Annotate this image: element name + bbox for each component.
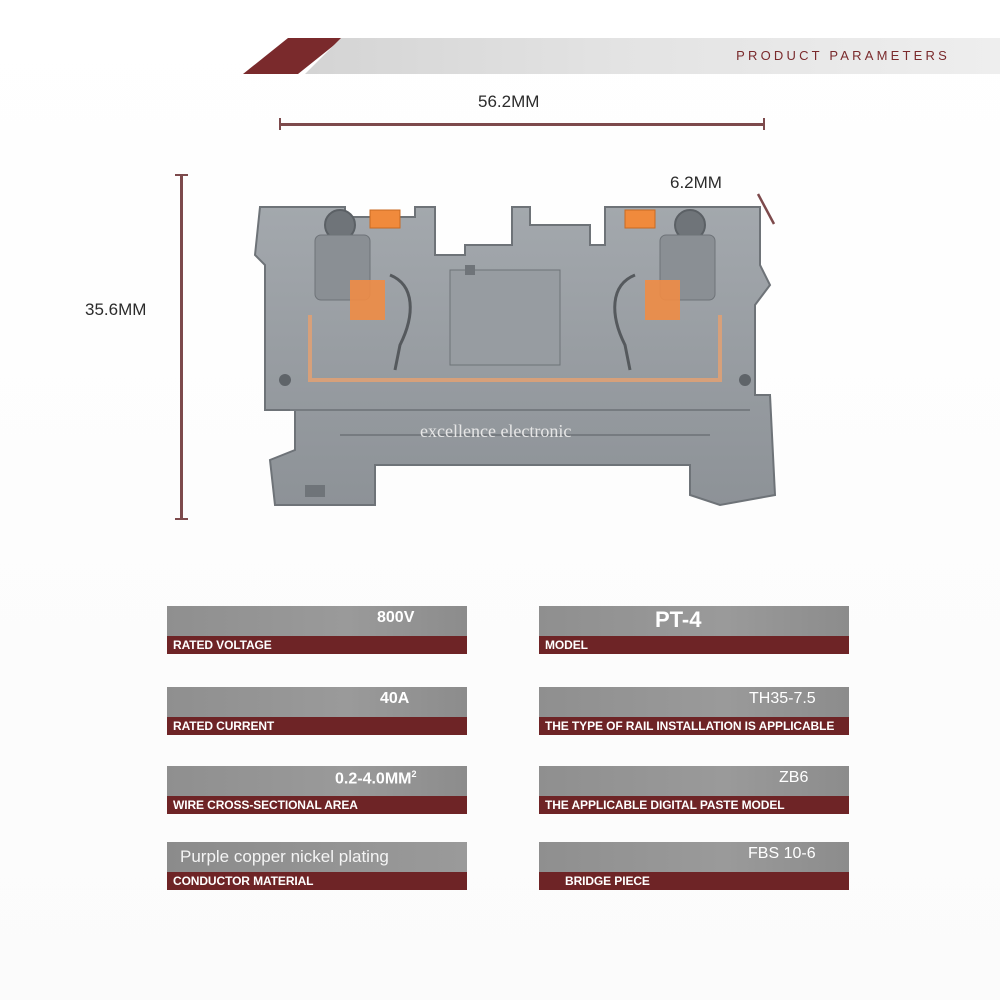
paste-model-value: ZB6 xyxy=(779,769,809,786)
height-dimension-cap-top xyxy=(175,174,188,176)
bridge-label: BRIDGE PIECE xyxy=(565,874,650,888)
wire-area-value: 0.2-4.0MM2 xyxy=(335,769,417,788)
rated-voltage-value: 800V xyxy=(377,609,415,626)
model-label: MODEL xyxy=(545,638,588,652)
spec-card-model: PT-4 MODEL xyxy=(539,606,849,654)
paste-model-label: THE APPLICABLE DIGITAL PASTE MODEL xyxy=(545,798,785,812)
spec-card-rated-current: 40A RATED CURRENT xyxy=(167,687,467,735)
rated-current-value: 40A xyxy=(380,690,410,707)
rail-type-label: THE TYPE OF RAIL INSTALLATION IS APPLICA… xyxy=(545,719,835,733)
spec-card-rated-voltage: 800V RATED VOLTAGE xyxy=(167,606,467,654)
depth-dimension-mark xyxy=(756,193,776,225)
depth-dimension-label: 6.2MM xyxy=(670,173,722,192)
conductor-label: CONDUCTOR MATERIAL xyxy=(173,874,314,888)
spec-card-paste-model: ZB6 THE APPLICABLE DIGITAL PASTE MODEL xyxy=(539,766,849,814)
spec-card-wire-area: 0.2-4.0MM2 WIRE CROSS-SECTIONAL AREA xyxy=(167,766,467,814)
page-title: PRODUCT PARAMETERS xyxy=(736,48,950,63)
width-dimension-line xyxy=(280,123,765,126)
rated-voltage-label: RATED VOLTAGE xyxy=(173,638,272,652)
width-dimension-cap-right xyxy=(763,118,765,130)
spec-card-rail-type: TH35-7.5 THE TYPE OF RAIL INSTALLATION I… xyxy=(539,687,849,735)
conductor-value: Purple copper nickel plating xyxy=(180,847,389,866)
rated-current-label: RATED CURRENT xyxy=(173,719,275,733)
bridge-value: FBS 10-6 xyxy=(748,845,816,862)
wire-area-label: WIRE CROSS-SECTIONAL AREA xyxy=(173,798,358,812)
model-value: PT-4 xyxy=(655,607,702,632)
terminal-block-image xyxy=(253,206,777,507)
header-banner: PRODUCT PARAMETERS xyxy=(243,38,1000,74)
rail-type-value: TH35-7.5 xyxy=(749,690,816,707)
wire-area-superscript: 2 xyxy=(411,769,417,779)
height-dimension-line xyxy=(180,175,183,520)
banner-gray-bar xyxy=(305,38,1000,74)
height-dimension-cap-bottom xyxy=(175,518,188,520)
width-dimension-label: 56.2MM xyxy=(478,92,540,111)
spec-card-bridge: FBS 10-6 BRIDGE PIECE xyxy=(539,842,849,890)
height-dimension-label: 35.6MM xyxy=(85,300,147,319)
width-dimension-cap-left xyxy=(279,118,281,130)
spec-card-conductor: Purple copper nickel plating CONDUCTOR M… xyxy=(167,842,467,890)
watermark-text: excellence electronic xyxy=(420,421,572,441)
